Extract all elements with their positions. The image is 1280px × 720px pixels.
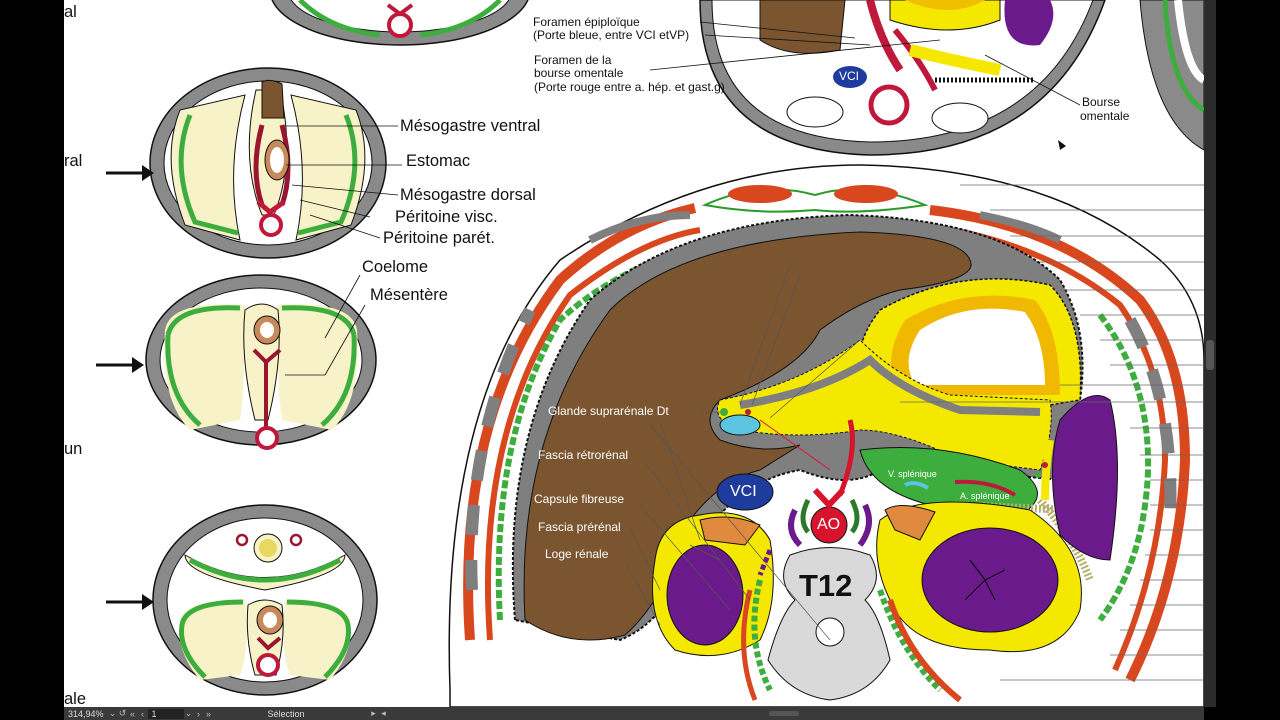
mode-arrow-icon-2[interactable]: ◂ (381, 708, 386, 718)
embryo-diagram-3 (106, 504, 378, 696)
embryo-diagram-1 (106, 67, 402, 259)
cutoff-label-2: ral (64, 152, 83, 170)
zoom-dropdown-icon[interactable]: ⌄ (108, 708, 117, 718)
rotate-icon[interactable]: ↺ (118, 708, 127, 718)
label-bourse-1: Bourse (1082, 95, 1121, 109)
cutoff-label-1: al (64, 3, 77, 21)
embryo-diagram-top-partial (271, 0, 529, 46)
document-canvas[interactable]: al ral un ale Mésogastre ventral Estomac… (64, 0, 1204, 707)
right-margin (1216, 0, 1280, 720)
label-mesogastre-ventral: Mésogastre ventral (400, 117, 541, 135)
horizontal-scrollbar-thumb[interactable] (768, 711, 799, 716)
label-mesogastre-dorsal: Mésogastre dorsal (400, 186, 536, 204)
label-v-splenique: V. splénique (888, 469, 937, 479)
label-loge-renale: Loge rénale (545, 547, 609, 561)
first-page-icon[interactable]: « (130, 708, 136, 719)
label-peritoine-visc: Péritoine visc. (395, 208, 498, 226)
page-dropdown-icon[interactable]: ⌄ (184, 708, 193, 718)
mode-arrow-icon[interactable]: ▸ (371, 708, 376, 718)
page-number-field[interactable]: 1 (147, 708, 184, 719)
label-coelome: Coelome (362, 258, 429, 276)
vertical-scrollbar[interactable] (1204, 0, 1216, 707)
next-page-icon[interactable]: › (197, 708, 201, 719)
label-capsule-fibreuse: Capsule fibreuse (534, 492, 625, 506)
label-a-splenique: A. splénique (960, 491, 1010, 501)
label-peritoine-paret: Péritoine parét. (383, 229, 495, 247)
label-glande-suprarenale: Glande suprarénale Dt (548, 404, 669, 418)
label-foramen-bourse-2: bourse omentale (534, 66, 624, 80)
label-vci-small: VCI (839, 69, 860, 83)
label-foramen-epiploique: Foramen épiploïque (533, 15, 640, 29)
label-fascia-prerenal: Fascia prérénal (538, 520, 621, 534)
tool-mode-label[interactable]: Sélection (267, 708, 305, 719)
label-bourse-2: omentale (1080, 109, 1130, 123)
anatomy-diagram (96, 0, 1204, 707)
embryo-diagram-2 (96, 274, 377, 450)
cutoff-label-3: un (64, 440, 83, 458)
label-t12: T12 (799, 568, 853, 603)
label-vci: VCI (730, 483, 757, 500)
scrollbar-thumb[interactable] (1206, 340, 1214, 370)
label-estomac: Estomac (406, 152, 471, 170)
label-fascia-retrorenal: Fascia rétrorénal (538, 448, 629, 462)
label-foramen-bourse-sub: (Porte rouge entre a. hép. et gast.g) (534, 80, 725, 94)
status-bar: 314,94% ⌄ ↺ « ‹ 1 ⌄ › » Sélection ▸ ◂ (64, 707, 1204, 720)
last-page-icon[interactable]: » (206, 708, 212, 719)
prev-page-icon[interactable]: ‹ (141, 708, 145, 719)
cutoff-label-4: ale (64, 690, 87, 707)
zoom-value[interactable]: 314,94% (68, 708, 104, 719)
label-mesentere: Mésentère (370, 286, 448, 304)
label-ao: AO (817, 516, 841, 533)
top-cross-section-partial (649, 0, 1204, 156)
label-foramen-bourse-1: Foramen de la (534, 53, 612, 67)
main-cross-section (448, 164, 1204, 707)
label-foramen-epiploique-sub: (Porte bleue, entre VCI etVP) (533, 28, 690, 42)
